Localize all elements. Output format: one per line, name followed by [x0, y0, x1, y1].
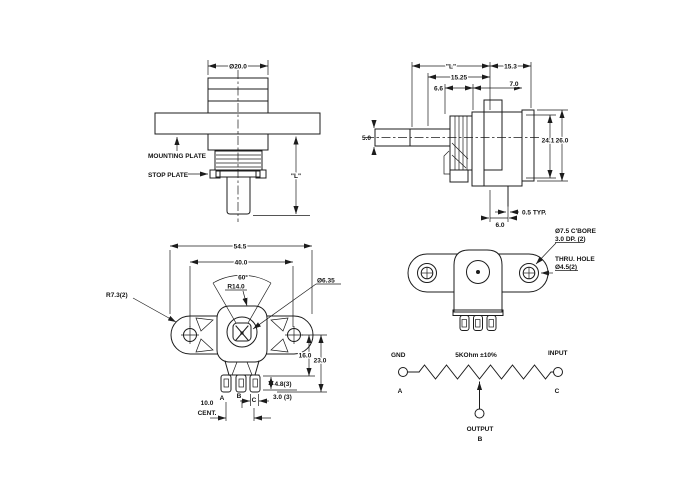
face-view-notes: Ø7.5 C'BORE 3.0 DP. (2) THRU. HOLE Ø4.5(…	[535, 228, 597, 276]
resistance-value-label: 5KOhm ±10%	[455, 352, 497, 359]
output-label: OUTPUT	[467, 426, 494, 433]
dim-travel-radius: R14.0	[227, 284, 245, 291]
dim-thread-length: 6.6	[434, 86, 443, 93]
side-view-height-dims: 24.1 26.0	[526, 109, 570, 182]
front-view: Ø20.0 MOUNTING PLATE STOP PLATE "L"	[148, 60, 321, 222]
dim-rear-depth: 15.3	[504, 64, 517, 71]
terminal-c-label: C	[252, 397, 257, 404]
dim-terminal-offset: 6.0	[495, 222, 504, 229]
input-label: INPUT	[548, 350, 568, 357]
terminal-a-label: A	[220, 395, 225, 402]
dim-terminal-length: 4.8(3)	[275, 381, 292, 388]
schematic-terminal-a-node	[398, 367, 408, 377]
dim-side-length: "L"	[446, 64, 456, 71]
dim-hole-spacing: 40.0	[235, 260, 248, 267]
schematic-terminal-b-label: B	[478, 436, 483, 443]
mounting-plate-label: MOUNTING PLATE	[148, 153, 207, 160]
dim-terminal-thickness: 0.5 TYP.	[522, 210, 547, 217]
dim-shaft-diameter-callout: Ø6.35	[317, 278, 335, 285]
resistor-element	[407, 364, 554, 410]
face-view-flange	[407, 249, 549, 331]
dim-shaft-knob-diameter: Ø20.0	[229, 64, 247, 71]
dim-lobe-radius: R7.3(2)	[106, 292, 128, 299]
schematic-terminal-a-label: A	[398, 388, 403, 395]
side-view: "L" 15.3 15.25 6.6 7.0 5.0 24.1 26.0	[362, 62, 570, 229]
front-view-callouts: MOUNTING PLATE STOP PLATE	[148, 137, 208, 179]
dim-overall-width: 54.5	[234, 244, 247, 251]
dim-pitch-value: 10.0	[201, 400, 214, 407]
dim-16: 16.0	[299, 353, 312, 360]
rear-view-center-body	[216, 305, 268, 376]
schematic-terminal-b-node	[474, 408, 485, 419]
side-view-shaft-dia-dim: 5.0	[362, 120, 377, 155]
rear-view-terminals: A B C	[220, 374, 261, 404]
dim-body-height: 24.1	[542, 138, 555, 145]
note-cbore-line1: Ø7.5 C'BORE	[555, 228, 597, 235]
schematic-terminal-c-label: C	[555, 388, 560, 395]
rear-view: 60° R14.0 R7.3(2) Ø6.35 54.5 40.0	[106, 242, 341, 421]
dim-front-length: "L"	[291, 173, 301, 180]
dim-front-depth: 7.0	[509, 81, 518, 88]
rear-view-terminal-dims: 4.8(3) 3.0 (3) 10.0 CENT.	[198, 377, 297, 421]
dim-overall-height: 26.0	[556, 138, 569, 145]
dim-terminal-width: 3.0 (3)	[273, 394, 292, 401]
terminal-b-label: B	[237, 393, 242, 400]
rear-view-width-dims: 54.5 40.0	[169, 242, 313, 327]
dim-bushing-length: 15.25	[451, 75, 468, 82]
side-view-terminal-dims: 0.5 TYP. 6.0	[481, 190, 547, 229]
schematic: GND 5KOhm ±10% INPUT A C OUTPUT B	[391, 350, 568, 443]
note-cbore-line2: 3.0 DP. (2)	[555, 236, 586, 243]
front-view-diameter-dim: Ø20.0	[207, 60, 269, 75]
schematic-terminal-c-node	[553, 367, 563, 377]
stop-plate-label: STOP PLATE	[148, 172, 189, 179]
face-view: Ø7.5 C'BORE 3.0 DP. (2) THRU. HOLE Ø4.5(…	[407, 228, 597, 331]
schematic-labels: GND 5KOhm ±10% INPUT A C OUTPUT B	[391, 350, 568, 443]
dim-shaft-diameter: 5.0	[362, 135, 371, 142]
note-thru-line2: Ø4.5(2)	[555, 264, 577, 271]
side-view-top-dims: "L" 15.3 15.25 6.6 7.0	[411, 62, 532, 127]
gnd-label: GND	[391, 352, 406, 359]
note-thru-line1: THRU. HOLE	[555, 256, 595, 263]
rear-view-leaders: R7.3(2) Ø6.35	[106, 278, 341, 330]
side-view-body-outline	[365, 99, 545, 222]
rear-view-right-dims: 16.0 23.0	[263, 334, 328, 393]
dim-pitch-word: CENT.	[198, 410, 217, 417]
dim-rotation-angle: 60°	[238, 274, 248, 282]
front-view-body-outline	[154, 70, 321, 222]
dim-23: 23.0	[314, 358, 327, 365]
rear-view-rotation-arc: 60° R14.0	[212, 272, 272, 324]
front-view-length-dim: "L"	[253, 136, 310, 216]
